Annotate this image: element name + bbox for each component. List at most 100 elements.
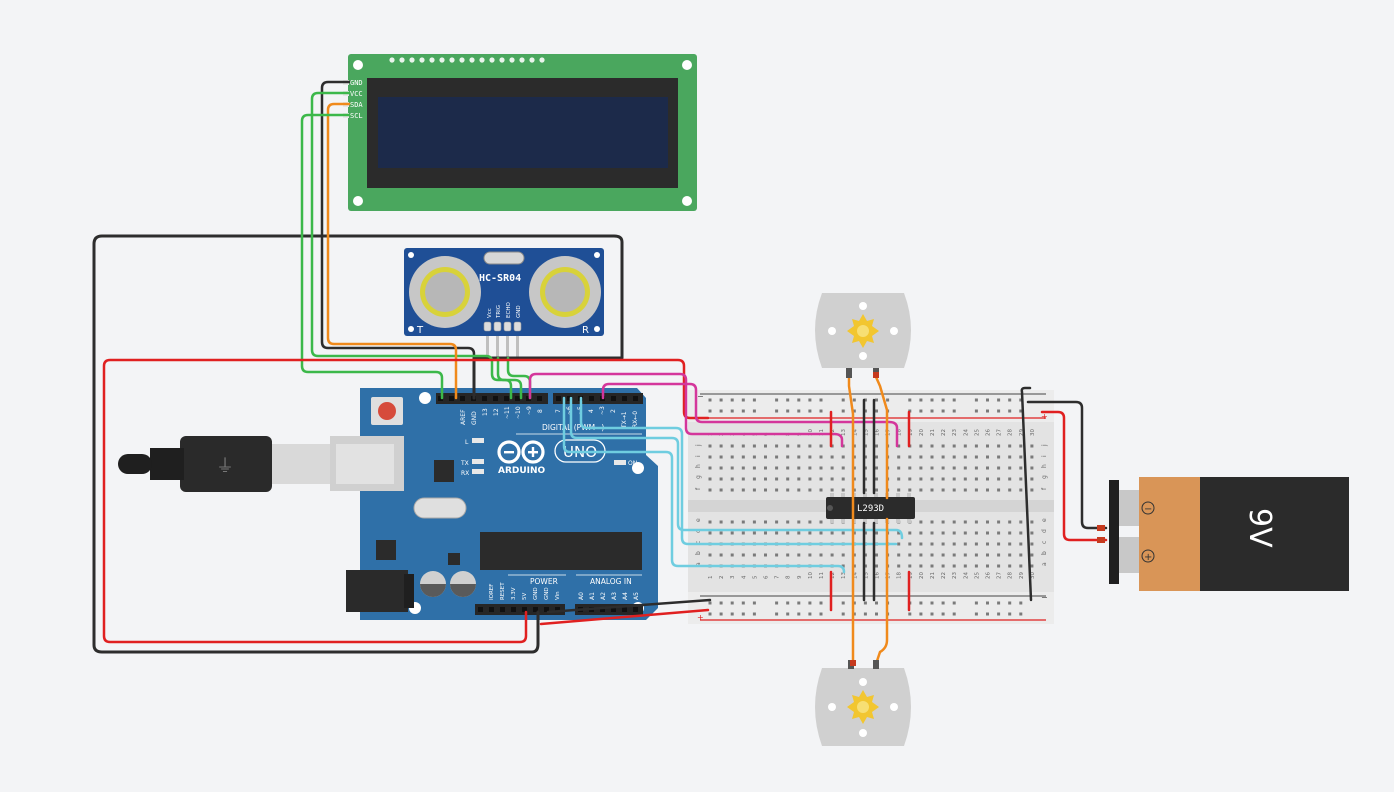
breadboard-hole[interactable] (952, 488, 956, 492)
breadboard-hole[interactable] (741, 444, 745, 448)
arduino-uno-board[interactable]: L TX RX ON ARDUINO UNO DIGITAL (PWM~) PO… (330, 388, 658, 620)
header-socket[interactable] (493, 396, 498, 401)
breadboard-hole[interactable] (897, 488, 901, 492)
breadboard-hole[interactable] (719, 601, 723, 605)
breadboard-hole[interactable] (952, 531, 956, 535)
breadboard-hole[interactable] (730, 398, 734, 402)
breadboard-hole[interactable] (919, 409, 923, 413)
header-socket[interactable] (611, 607, 616, 612)
breadboard-hole[interactable] (919, 488, 923, 492)
breadboard-hole[interactable] (952, 601, 956, 605)
breadboard-hole[interactable] (986, 553, 989, 557)
breadboard-hole[interactable] (752, 612, 756, 616)
breadboard-hole[interactable] (997, 455, 1001, 459)
breadboard-hole[interactable] (1008, 601, 1012, 605)
breadboard-hole[interactable] (730, 409, 734, 413)
breadboard-hole[interactable] (974, 455, 978, 459)
breadboard-hole[interactable] (708, 444, 712, 448)
breadboard-hole[interactable] (719, 455, 723, 459)
breadboard-hole[interactable] (841, 553, 845, 557)
breadboard-hole[interactable] (941, 542, 945, 546)
breadboard-hole[interactable] (974, 553, 978, 557)
breadboard-hole[interactable] (819, 612, 823, 616)
breadboard-hole[interactable] (1019, 455, 1023, 459)
breadboard-hole[interactable] (764, 520, 767, 524)
breadboard-hole[interactable] (1030, 542, 1034, 546)
breadboard-hole[interactable] (719, 409, 723, 413)
breadboard-hole[interactable] (797, 455, 801, 459)
breadboard-hole[interactable] (986, 455, 989, 459)
breadboard-hole[interactable] (719, 398, 723, 402)
breadboard-hole[interactable] (786, 520, 790, 524)
breadboard-hole[interactable] (808, 455, 812, 459)
breadboard-hole[interactable] (1030, 520, 1034, 524)
breadboard-hole[interactable] (797, 520, 801, 524)
breadboard-hole[interactable] (1019, 488, 1023, 492)
dc-motor-top[interactable] (815, 293, 911, 377)
breadboard-hole[interactable] (775, 601, 779, 605)
breadboard-hole[interactable] (986, 444, 989, 448)
breadboard-hole[interactable] (941, 531, 945, 535)
wire-cyan-pin6[interactable] (569, 396, 904, 540)
breadboard-hole[interactable] (875, 531, 878, 535)
breadboard-hole[interactable] (797, 553, 801, 557)
breadboard-hole[interactable] (974, 564, 978, 568)
breadboard-hole[interactable] (919, 520, 923, 524)
breadboard-hole[interactable] (708, 553, 712, 557)
breadboard-hole[interactable] (808, 612, 812, 616)
breadboard-hole[interactable] (986, 612, 989, 616)
breadboard-hole[interactable] (986, 477, 989, 481)
breadboard-hole[interactable] (764, 531, 767, 535)
breadboard-hole[interactable] (852, 455, 856, 459)
breadboard-hole[interactable] (919, 564, 923, 568)
wire-red-bottom-rail[interactable] (539, 608, 710, 626)
breadboard-hole[interactable] (841, 612, 845, 616)
breadboard-hole[interactable] (919, 542, 923, 546)
breadboard-hole[interactable] (863, 553, 867, 557)
breadboard-hole[interactable] (708, 466, 712, 470)
wire-orange-motor-top-1[interactable] (847, 375, 855, 666)
breadboard-hole[interactable] (863, 466, 867, 470)
breadboard-hole[interactable] (963, 488, 967, 492)
header-socket[interactable] (622, 607, 627, 612)
breadboard-hole[interactable] (730, 488, 734, 492)
breadboard-hole[interactable] (819, 553, 823, 557)
breadboard-hole[interactable] (797, 488, 801, 492)
breadboard-hole[interactable] (797, 601, 801, 605)
breadboard-hole[interactable] (941, 564, 945, 568)
breadboard-hole[interactable] (997, 553, 1001, 557)
breadboard-hole[interactable] (963, 477, 967, 481)
breadboard-hole[interactable] (786, 444, 790, 448)
breadboard-hole[interactable] (986, 409, 989, 413)
breadboard-hole[interactable] (819, 601, 823, 605)
breadboard-hole[interactable] (1030, 553, 1034, 557)
breadboard-hole[interactable] (941, 409, 945, 413)
breadboard-hole[interactable] (797, 409, 801, 413)
breadboard-hole[interactable] (730, 444, 734, 448)
wire-magenta-pin3[interactable] (601, 382, 899, 448)
header-socket[interactable] (589, 396, 594, 401)
breadboard-hole[interactable] (1019, 520, 1023, 524)
breadboard-hole[interactable] (986, 520, 989, 524)
breadboard-hole[interactable] (719, 531, 723, 535)
header-socket[interactable] (544, 607, 549, 612)
breadboard-hole[interactable] (897, 542, 901, 546)
wire-black-battery[interactable] (1026, 400, 1108, 530)
l293d-driver-chip[interactable]: L293D (826, 493, 915, 523)
breadboard-hole[interactable] (997, 398, 1001, 402)
breadboard-hole[interactable] (752, 466, 756, 470)
breadboard-hole[interactable] (1008, 520, 1012, 524)
header-socket[interactable] (622, 396, 627, 401)
breadboard-hole[interactable] (752, 488, 756, 492)
breadboard-hole[interactable] (897, 531, 901, 535)
breadboard-hole[interactable] (897, 553, 901, 557)
breadboard-hole[interactable] (819, 488, 823, 492)
breadboard-hole[interactable] (719, 520, 723, 524)
breadboard-hole[interactable] (808, 601, 812, 605)
breadboard-hole[interactable] (997, 444, 1001, 448)
breadboard-hole[interactable] (930, 612, 934, 616)
breadboard-hole[interactable] (1019, 444, 1023, 448)
header-socket[interactable] (533, 607, 538, 612)
breadboard-hole[interactable] (808, 398, 812, 402)
breadboard-hole[interactable] (997, 520, 1001, 524)
